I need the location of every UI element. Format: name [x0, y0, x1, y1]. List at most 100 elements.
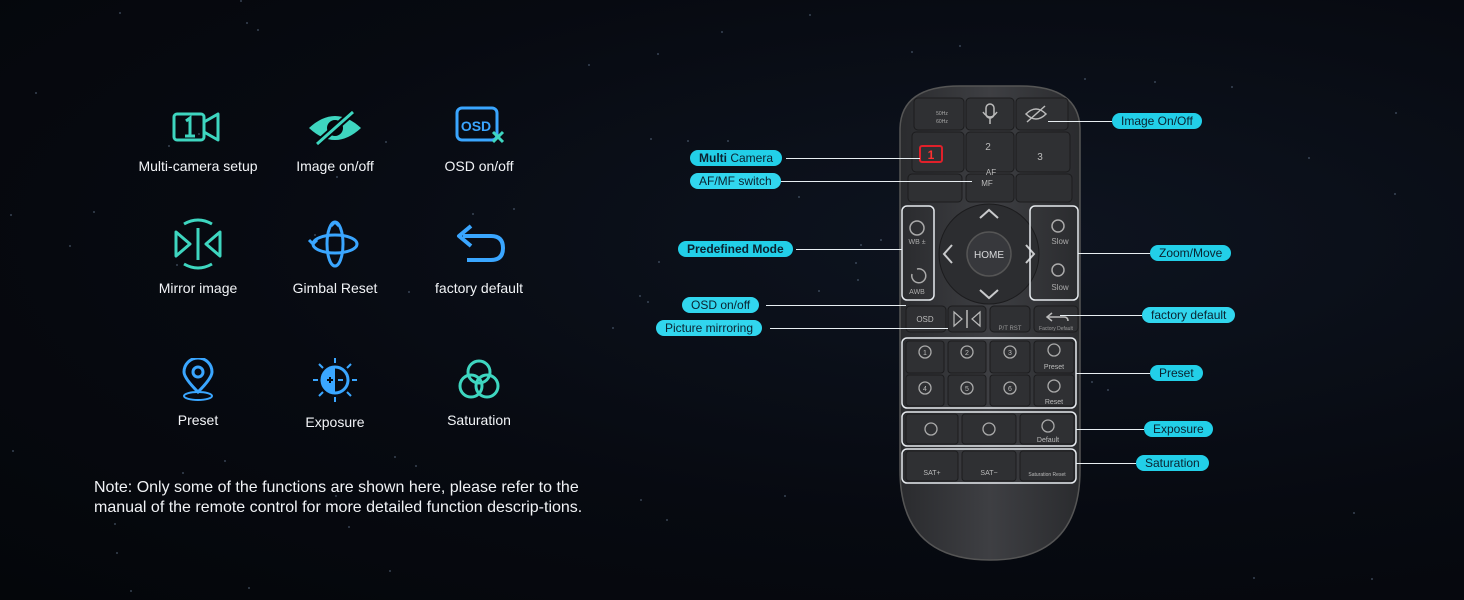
osd-icon: OSD	[455, 106, 505, 144]
star-speck	[687, 140, 689, 142]
star-speck	[880, 239, 882, 241]
callout-saturation: Saturation	[1136, 455, 1209, 471]
pt-rst-key-label: P/T RST	[999, 326, 1022, 332]
feature-image-onoff: Image on/off	[260, 108, 410, 174]
star-speck	[336, 176, 338, 178]
feature-preset: Preset	[123, 358, 273, 428]
star-speck	[10, 214, 12, 216]
callout-line	[1076, 373, 1150, 374]
star-speck	[657, 53, 659, 55]
star-speck	[224, 460, 226, 462]
callout-line	[766, 305, 906, 306]
star-speck	[246, 22, 248, 24]
star-speck	[35, 92, 37, 94]
preset-6-label: 6	[1008, 386, 1012, 393]
star-speck	[1107, 389, 1109, 391]
star-speck	[855, 262, 857, 264]
star-speck	[1231, 86, 1233, 88]
callout-line	[786, 158, 920, 159]
cam3-key-label: 3	[1037, 152, 1043, 163]
star-speck	[784, 495, 786, 497]
location-pin-icon	[182, 358, 214, 401]
cam2-key-label: 2	[985, 142, 991, 153]
star-speck	[198, 133, 200, 135]
default-key-label: Default	[1037, 437, 1059, 444]
callout-factory-default: factory default	[1142, 307, 1236, 323]
mf-key-label: MF	[981, 179, 993, 188]
callout-predefined-mode: Predefined Mode	[678, 241, 793, 257]
home-key-label: HOME	[974, 250, 1004, 261]
callout-af-mf: AF/MF switch	[690, 173, 781, 189]
eye-off-icon	[309, 109, 361, 147]
callout-line	[1076, 463, 1136, 464]
star-speck	[335, 495, 337, 497]
callout-multi-rest: Camera	[727, 151, 774, 165]
mirror-icon	[174, 218, 222, 270]
star-speck	[1395, 112, 1397, 114]
preset-1-label: 1	[923, 350, 927, 357]
callout-multi-camera: Multi Camera	[690, 150, 783, 166]
callout-line	[1076, 429, 1144, 430]
fps-top-label: 50Hz	[936, 111, 948, 117]
callout-exposure: Exposure	[1144, 421, 1213, 437]
preset-key-label: Preset	[1044, 364, 1064, 371]
factory-key-label: Factory Default	[1039, 326, 1074, 332]
star-speck	[168, 145, 170, 147]
star-speck	[1091, 381, 1093, 383]
feature-label: Gimbal Reset	[292, 280, 378, 296]
star-speck	[248, 587, 250, 589]
star-speck	[612, 327, 614, 329]
reset-key-label: Reset	[1045, 399, 1063, 406]
callout-line	[1060, 315, 1142, 316]
wb-key-label: WB ±	[908, 239, 925, 246]
footnote: Note: Only some of the functions are sho…	[94, 479, 583, 516]
star-speck	[1394, 193, 1396, 195]
fps-bottom-label: 60Hz	[936, 119, 948, 125]
star-speck	[240, 0, 242, 2]
slow-key-label: Slow	[1051, 237, 1069, 246]
preset-3-label: 3	[1008, 350, 1012, 357]
feature-mirror: Mirror image	[123, 218, 273, 296]
feature-label: Mirror image	[158, 280, 238, 296]
preset-5-label: 5	[965, 386, 969, 393]
af-key-label: AF	[986, 168, 996, 177]
star-speck	[116, 552, 118, 554]
star-speck	[176, 264, 178, 266]
undo-icon	[457, 224, 506, 262]
feature-label: Multi-camera setup	[138, 158, 258, 174]
star-speck	[721, 31, 723, 33]
star-speck	[911, 51, 913, 53]
star-speck	[93, 211, 95, 213]
feature-label: OSD on/off	[444, 158, 514, 174]
star-speck	[647, 301, 649, 303]
sat-reset-key-label: Saturation Reset	[1028, 472, 1066, 478]
star-speck	[798, 196, 800, 198]
feature-label: Preset	[177, 412, 219, 428]
star-speck	[314, 234, 316, 236]
feature-exposure: Exposure	[260, 356, 410, 430]
star-speck	[408, 291, 410, 293]
preset-4-label: 4	[923, 386, 927, 393]
star-speck	[385, 141, 387, 143]
svg-text:OSD: OSD	[461, 118, 491, 134]
callout-line	[1078, 253, 1150, 254]
star-speck	[394, 456, 396, 458]
star-speck	[1308, 157, 1310, 159]
feature-label: Image on/off	[296, 158, 374, 174]
star-speck	[114, 523, 116, 525]
star-speck	[1371, 578, 1373, 580]
star-speck	[639, 295, 641, 297]
star-speck	[119, 12, 121, 14]
feature-osd: OSD OSD on/off	[404, 104, 554, 174]
feature-label: factory default	[435, 280, 523, 296]
cam1-key-label: 1	[928, 148, 935, 162]
callout-line	[1048, 121, 1112, 122]
callout-zoom-move: Zoom/Move	[1150, 245, 1232, 261]
callout-image-onoff: Image On/Off	[1112, 113, 1202, 129]
callout-picture-mirroring: Picture mirroring	[656, 320, 763, 336]
callout-line	[774, 181, 972, 182]
feature-factory-default: factory default	[404, 218, 554, 296]
sat-minus-key-label: SAT−	[980, 470, 997, 477]
star-speck	[588, 64, 590, 66]
